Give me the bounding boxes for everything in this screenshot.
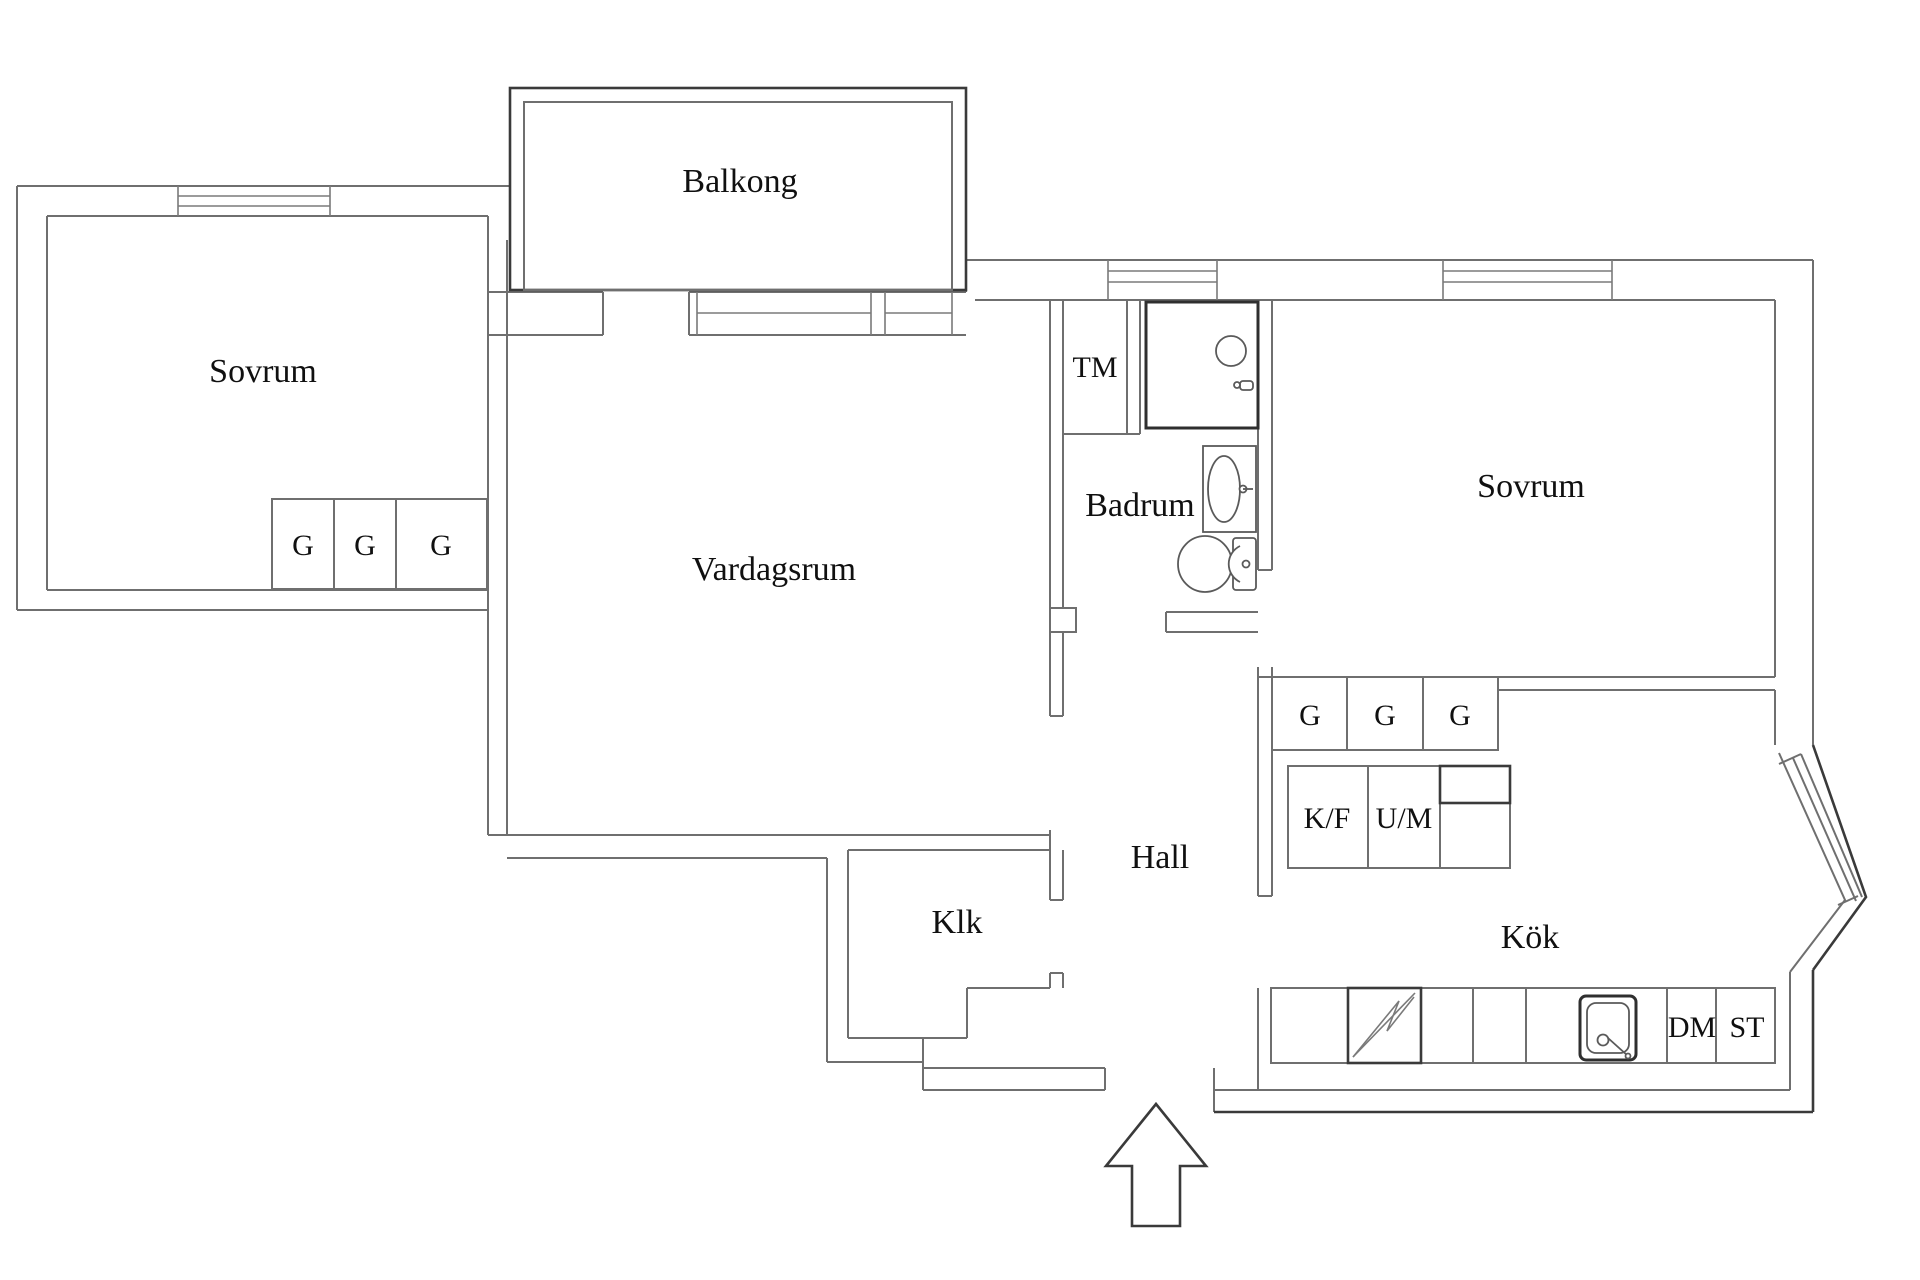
- label-wardrobe-2: G: [354, 529, 376, 562]
- stove-icon: [1346, 986, 1423, 1065]
- shower-icon: [1144, 300, 1260, 430]
- fridge-oven-block: [1287, 764, 1512, 869]
- label-washing-machine: TM: [1073, 351, 1118, 384]
- fixture-labels: G G G G G G K/F U/M DM ST: [292, 529, 1764, 1044]
- bedroom-wardrobes: [271, 498, 488, 590]
- label-oven-microwave: U/M: [1376, 802, 1433, 835]
- bay-window-inner: [1778, 752, 1863, 1090]
- label-wardrobe-3: G: [430, 529, 452, 562]
- exterior-walls: [16, 185, 1814, 1112]
- label-bedroom-right: Sovrum: [1477, 468, 1585, 505]
- kitchen-counter: [1270, 986, 1776, 1065]
- label-hall: Hall: [1131, 839, 1190, 876]
- label-wardrobe-1: G: [292, 529, 314, 562]
- label-wardrobe-4: G: [1299, 699, 1321, 732]
- kitchen-sink-icon: [1578, 994, 1638, 1062]
- label-wardrobe-5: G: [1374, 699, 1396, 732]
- interior-walls: [488, 300, 1775, 1090]
- label-fridge-freezer: K/F: [1304, 802, 1351, 835]
- exterior-walls-dark: [1214, 744, 1868, 1114]
- room-labels: Balkong Sovrum Vardagsrum TM Badrum Sovr…: [209, 163, 1585, 956]
- label-kitchen: Kök: [1501, 919, 1560, 956]
- label-living-room: Vardagsrum: [692, 551, 856, 588]
- label-dishwasher: DM: [1668, 1011, 1716, 1044]
- label-wardrobe-6: G: [1449, 699, 1471, 732]
- label-closet: Klk: [932, 904, 983, 941]
- bathroom-sink-icon: [1202, 445, 1257, 533]
- label-bathroom: Badrum: [1085, 487, 1195, 524]
- entrance-arrow-icon: [1103, 1101, 1209, 1228]
- toilet-icon: [1177, 535, 1257, 593]
- label-bedroom-left: Sovrum: [209, 353, 317, 390]
- balcony-outline: [508, 86, 968, 292]
- label-balcony: Balkong: [682, 163, 797, 200]
- kitchen-wardrobes: [1271, 676, 1499, 751]
- label-cleaning-cabinet: ST: [1729, 1011, 1764, 1044]
- windows: [177, 186, 1613, 335]
